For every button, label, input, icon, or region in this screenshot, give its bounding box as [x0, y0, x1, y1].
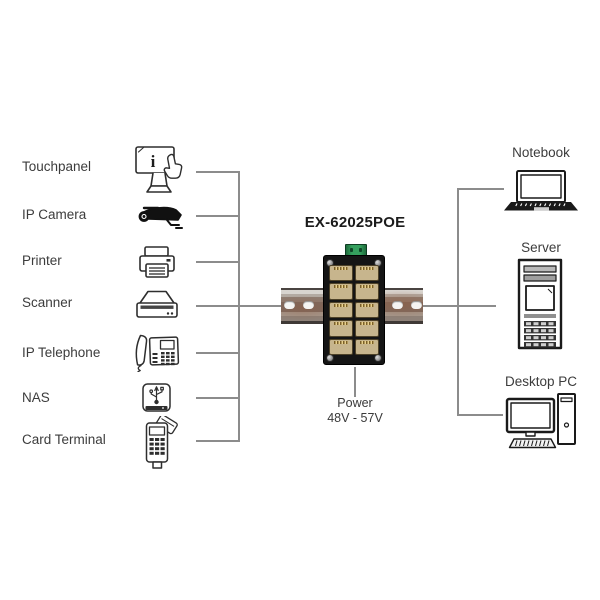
- rj45-port: [329, 265, 353, 282]
- screw-icon: [375, 260, 381, 266]
- screw-icon: [327, 355, 333, 361]
- wire-desktop-pc: [457, 414, 503, 416]
- wire-notebook: [457, 188, 504, 190]
- rj45-port-grid: [329, 265, 379, 355]
- device-label-ip-telephone: IP Telephone: [22, 345, 101, 360]
- wire-ip-camera: [196, 215, 240, 217]
- rj45-port: [355, 320, 379, 337]
- printer-icon: [139, 246, 175, 278]
- poe-switch: [323, 255, 385, 365]
- desktop-pc-icon: [505, 393, 576, 449]
- device-label-notebook: Notebook: [512, 145, 570, 160]
- server-icon: [517, 258, 563, 350]
- scanner-icon: [136, 290, 178, 318]
- device-label-card-terminal: Card Terminal: [22, 432, 106, 447]
- device-label-nas: NAS: [22, 390, 50, 405]
- rj45-port: [355, 283, 379, 300]
- device-label-server: Server: [521, 240, 561, 255]
- rj45-port: [329, 301, 353, 319]
- device-label-desktop-pc: Desktop PC: [504, 374, 578, 389]
- device-label-ip-camera: IP Camera: [22, 207, 87, 222]
- device-label-scanner: Scanner: [22, 295, 73, 310]
- power-label-line1: Power: [337, 396, 373, 410]
- screw-icon: [375, 355, 381, 361]
- wire-printer: [196, 261, 240, 263]
- wire-switch-to-server: [423, 305, 496, 307]
- wire-nas: [196, 397, 240, 399]
- rj45-port: [355, 338, 379, 355]
- power-label: Power 48V - 57V: [305, 396, 405, 425]
- rj45-port: [355, 301, 379, 319]
- din-rail-hole: [284, 301, 295, 309]
- wire-ip-telephone: [196, 352, 240, 354]
- din-rail-hole: [392, 301, 403, 309]
- din-rail-hole: [411, 301, 422, 309]
- rj45-port: [355, 265, 379, 282]
- rj45-port: [329, 338, 353, 355]
- power-label-line2: 48V - 57V: [327, 410, 383, 425]
- switch-model-title: EX-62025POE: [304, 214, 406, 231]
- wire-card-terminal: [196, 440, 240, 442]
- screw-icon: [327, 260, 333, 266]
- wire-touchpanel: [196, 171, 240, 173]
- touchpanel-icon: i: [135, 146, 183, 193]
- ip-telephone-icon: [135, 334, 180, 372]
- rj45-port: [329, 320, 353, 337]
- notebook-icon: [504, 170, 578, 211]
- ip-camera-icon: [138, 206, 183, 229]
- din-rail-hole: [303, 301, 314, 309]
- wire-power: [354, 367, 356, 397]
- device-label-printer: Printer: [22, 253, 62, 268]
- touchpanel-info-glyph: i: [151, 152, 156, 171]
- nas-icon: [142, 383, 171, 412]
- wire-right-bus: [457, 188, 459, 416]
- wire-left-bus: [238, 171, 240, 442]
- rj45-port: [329, 283, 353, 300]
- card-terminal-icon: [145, 416, 178, 469]
- device-label-touchpanel: Touchpanel: [22, 159, 92, 174]
